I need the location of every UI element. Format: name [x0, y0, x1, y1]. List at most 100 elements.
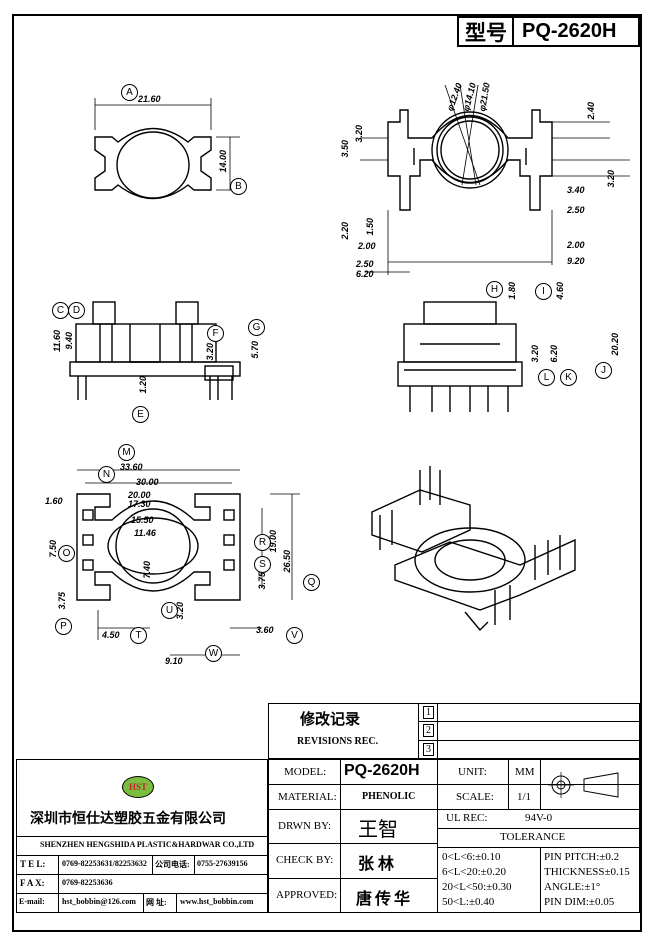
- marker-g: G: [248, 319, 265, 336]
- phone-value: 0755-27639156: [197, 859, 248, 868]
- material-value: PHENOLIC: [362, 791, 416, 802]
- marker-n: N: [98, 466, 115, 483]
- bottom-view: [76, 469, 300, 656]
- fax-value: 0769-82253636: [62, 878, 113, 887]
- phone-label: 公司电话:: [155, 860, 190, 869]
- scale-value: 1/1: [517, 791, 532, 803]
- tel-value: 0769-82253631/82253632: [62, 859, 147, 868]
- dim-7-40: 7.40: [142, 561, 152, 579]
- revisions-box: [268, 703, 640, 759]
- tol-right-3: PIN DIM:±0.05: [544, 896, 615, 908]
- tol-right-0: PIN PITCH:±0.2: [544, 851, 620, 863]
- dim-19-00: 19.00: [268, 530, 278, 553]
- dim-1-20: 1.20: [138, 376, 148, 394]
- dim-3-75-b: 3.75: [257, 572, 267, 590]
- dim-2-20: 2.20: [340, 222, 350, 240]
- rev-mark-1: 1: [423, 706, 434, 719]
- marker-c: C: [52, 302, 69, 319]
- unit-label: UNIT:: [458, 766, 487, 778]
- marker-h: H: [486, 281, 503, 298]
- marker-w: W: [205, 645, 222, 662]
- isometric-view: [371, 466, 576, 632]
- model-value: PQ-2620H: [344, 762, 420, 779]
- dim-9-40: 9.40: [64, 332, 74, 350]
- rev-mark-3: 3: [423, 743, 434, 756]
- web-value[interactable]: www.hst_bobbin.com: [180, 897, 254, 906]
- marker-s: S: [254, 556, 271, 573]
- side-view-left: [69, 301, 241, 400]
- dim-3-20-c: 3.20: [205, 343, 215, 361]
- marker-i: I: [535, 283, 552, 300]
- projection-symbol: [548, 766, 636, 804]
- dim-30-00: 30.00: [136, 477, 159, 487]
- dim-5-70: 5.70: [250, 341, 260, 359]
- approved-value: 唐传华: [356, 891, 414, 908]
- tol-left-2: 20<L<50:±0.30: [442, 881, 512, 893]
- rev-mark-2: 2: [423, 724, 434, 737]
- model-header-value: PQ-2620H: [522, 20, 617, 42]
- revisions-subtitle: REVISIONS REC.: [297, 736, 379, 747]
- marker-k: K: [560, 369, 577, 386]
- dim-3-75-a: 3.75: [57, 592, 67, 610]
- revisions-title: 修改记录: [300, 712, 361, 728]
- scale-label: SCALE:: [456, 791, 494, 803]
- dim-1-80: 1.80: [507, 282, 517, 300]
- marker-t: T: [130, 627, 147, 644]
- approved-label: APPROVED:: [276, 889, 338, 901]
- tol-left-0: 0<L<6:±0.10: [442, 851, 501, 863]
- marker-a: A: [121, 84, 138, 101]
- model-label: MODEL:: [284, 766, 327, 778]
- marker-p: P: [55, 618, 72, 635]
- email-value[interactable]: hst_bobbin@126.com: [62, 897, 136, 906]
- tol-left-1: 6<L<20:±0.20: [442, 866, 506, 878]
- dim-3-50: 3.50: [340, 140, 350, 158]
- marker-b: B: [230, 178, 247, 195]
- marker-r: R: [254, 534, 271, 551]
- tol-left-3: 50<L:±0.40: [442, 896, 495, 908]
- check-value: 张 林: [358, 856, 395, 873]
- drawing-frame: [12, 14, 642, 932]
- side-view-right: [397, 301, 523, 412]
- marker-j: J: [595, 362, 612, 379]
- marker-e: E: [132, 406, 149, 423]
- company-name-en: SHENZHEN HENGSHIDA PLASTIC&HARDWAR CO.,L…: [40, 840, 255, 849]
- dim-14-00: 14.00: [218, 150, 228, 173]
- material-label: MATERIAL:: [278, 791, 337, 803]
- ul-label: UL REC:: [446, 812, 488, 824]
- dim-15-50: 15.50: [131, 515, 154, 525]
- dim-33-60: 33.60: [120, 462, 143, 472]
- dim-3-20-b: 3.20: [606, 170, 616, 188]
- dim-1-50: 1.50: [365, 218, 375, 236]
- marker-q: Q: [303, 574, 320, 591]
- marker-v: V: [286, 627, 303, 644]
- drawn-label: DRWN BY:: [278, 820, 332, 832]
- marker-d: D: [68, 302, 85, 319]
- dim-11-60: 11.60: [52, 330, 62, 352]
- dim-2-50-b: 2.50: [567, 205, 585, 215]
- dim-2-40: 2.40: [586, 102, 596, 120]
- model-header: [457, 16, 640, 47]
- web-label: 网 址:: [146, 898, 167, 907]
- dim-1-60: 1.60: [45, 496, 63, 506]
- top-view-left: [94, 98, 240, 200]
- dim-7-50: 7.50: [48, 540, 58, 558]
- ul-value: 94V-0: [525, 812, 553, 824]
- fax-label: F A X:: [20, 878, 45, 888]
- tol-right-2: ANGLE:±1°: [544, 881, 601, 893]
- check-label: CHECK BY:: [276, 854, 334, 866]
- tel-label: T E L:: [20, 859, 46, 869]
- top-view-right: [360, 84, 630, 275]
- company-name-cn: 深圳市恒仕达塑胶五金有限公司: [30, 812, 226, 827]
- dim-11-46: 11.46: [134, 528, 156, 538]
- dim-21-60: 21.60: [138, 94, 161, 104]
- dim-9-10: 9.10: [165, 656, 183, 666]
- dim-20-20: 20.20: [610, 333, 620, 356]
- unit-value: MM: [515, 766, 535, 778]
- marker-l: L: [538, 369, 555, 386]
- dim-4-50: 4.50: [102, 630, 120, 640]
- dim-2-50-a: 2.50: [356, 259, 374, 269]
- dim-2-00-b: 2.00: [567, 240, 585, 250]
- dim-3-20: 3.20: [354, 125, 364, 143]
- tol-right-1: THICKNESS±0.15: [544, 866, 630, 878]
